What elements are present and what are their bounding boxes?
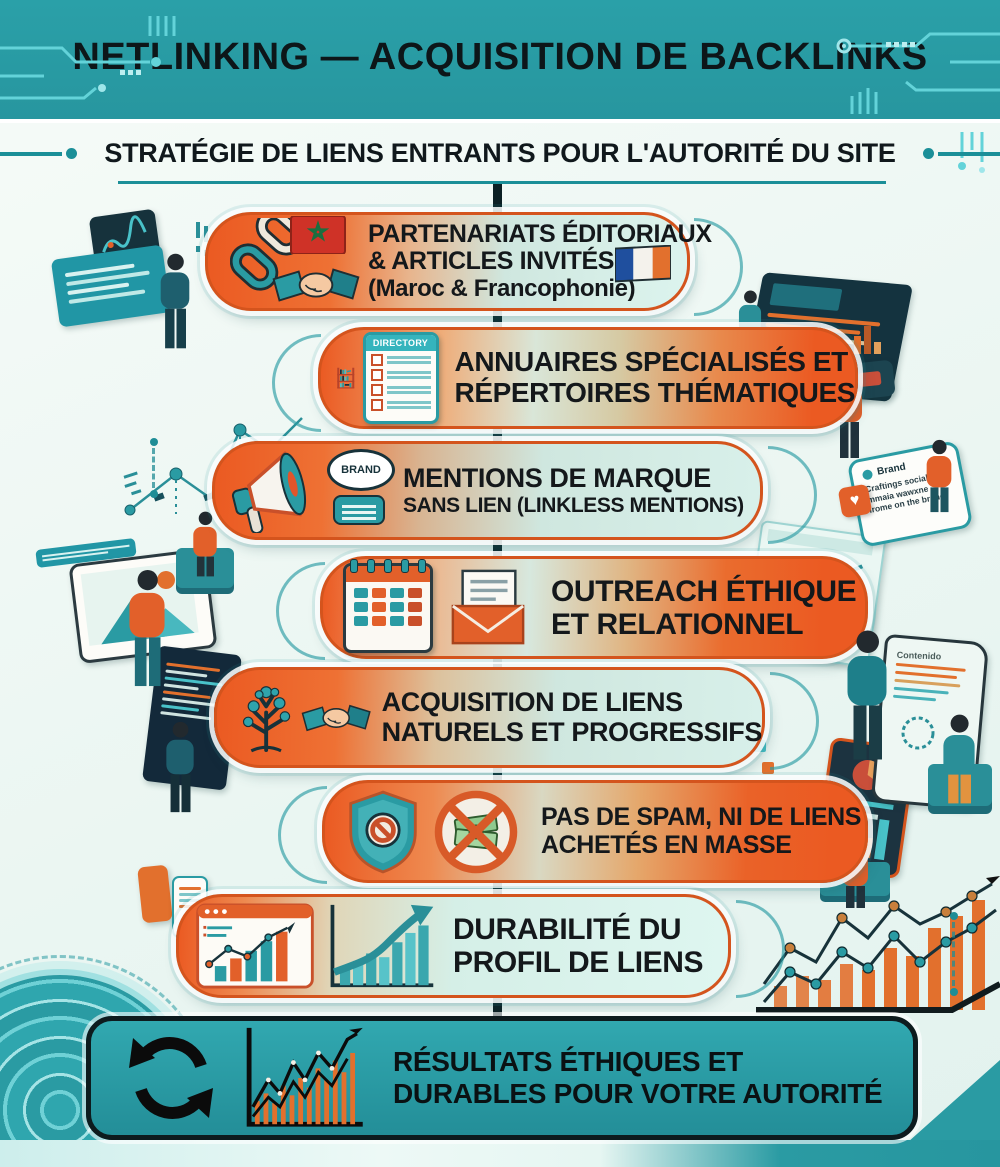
arc-decoration bbox=[278, 786, 327, 884]
card1-line2: & ARTICLES INVITÉS bbox=[368, 247, 615, 276]
directory-row bbox=[366, 366, 436, 381]
card-durabilite-profil: DURABILITÉ DU PROFIL DE LIENS bbox=[176, 894, 731, 998]
avatar-dot bbox=[861, 468, 874, 481]
card1-icon-cluster bbox=[230, 215, 368, 308]
card1-text: PARTENARIATS ÉDITORIAUX & ARTICLES INVIT… bbox=[368, 219, 712, 302]
brand-speech-bubble-icon: BRAND bbox=[327, 448, 395, 491]
card6-line1: PAS DE SPAM, NI DE LIENS bbox=[541, 803, 862, 831]
text-panel bbox=[50, 244, 172, 328]
scroll-document: Contenido bbox=[870, 633, 990, 811]
brand-card-title: Brand bbox=[876, 461, 907, 478]
tree-icon bbox=[242, 685, 291, 752]
card4-text: OUTREACH ÉTHIQUE ET RELATIONNEL bbox=[551, 574, 857, 641]
card-outreach-ethique: OUTREACH ÉTHIQUE ET RELATIONNEL bbox=[320, 556, 868, 659]
card3-text: MENTIONS DE MARQUE SANS LIEN (LINKLESS M… bbox=[403, 463, 744, 517]
directory-row bbox=[366, 396, 436, 411]
exclaim-dashes-decoration bbox=[196, 222, 208, 256]
directory-row bbox=[366, 351, 436, 366]
mini-bars-decoration bbox=[854, 326, 881, 354]
card7-line1: DURABILITÉ DU bbox=[453, 913, 682, 946]
subtitle-dot-left bbox=[66, 148, 77, 159]
person-presenting bbox=[124, 569, 170, 687]
card1-line1: PARTENARIATS ÉDITORIAUX bbox=[368, 219, 712, 248]
card6-line2: ACHETÉS EN MASSE bbox=[541, 830, 792, 859]
footer-line2: DURABLES POUR VOTRE AUTORITÉ bbox=[393, 1078, 883, 1109]
handshake-icon bbox=[301, 704, 372, 731]
card-pas-de-spam: PAS DE SPAM, NI DE LIENS ACHETÉS EN MASS… bbox=[322, 780, 868, 883]
morocco-flag-icon bbox=[290, 215, 346, 254]
arc-decoration bbox=[276, 562, 325, 660]
mini-chart-panel bbox=[88, 208, 162, 270]
card3-line1: MENTIONS DE MARQUE bbox=[403, 463, 711, 494]
bookshelf-icon bbox=[337, 367, 355, 389]
no-paid-links-icon bbox=[434, 790, 518, 873]
card5-line1: ACQUISITION DE LIENS bbox=[381, 686, 683, 717]
section-subtitle: STRATÉGIE DE LIENS ENTRANTS POUR L'AUTOR… bbox=[104, 138, 896, 168]
footer-line1: RÉSULTATS ÉTHIQUES ET bbox=[393, 1045, 743, 1077]
bottom-strip bbox=[0, 1140, 1000, 1167]
subtitle-dot-right bbox=[923, 148, 934, 159]
person-sitting bbox=[190, 511, 221, 577]
card7-line2: PROFIL DE LIENS bbox=[453, 946, 704, 979]
card3-line2: SANS LIEN (LINKLESS MENTIONS) bbox=[403, 493, 744, 517]
france-flag-icon bbox=[615, 245, 671, 283]
person-pointing bbox=[156, 253, 193, 349]
arc-decoration bbox=[770, 672, 819, 770]
growth-chart-icon bbox=[330, 904, 434, 988]
card4-line1: OUTREACH ÉTHIQUE bbox=[551, 574, 857, 608]
card5-line2: NATURELS ET PROGRESSIFS bbox=[381, 716, 763, 747]
person-leaning bbox=[923, 439, 955, 513]
line-growth-chart-icon bbox=[246, 1027, 363, 1127]
directory-label: DIRECTORY bbox=[365, 335, 436, 351]
card6-text: PAS DE SPAM, NI DE LIENS ACHETÉS EN MASS… bbox=[541, 803, 862, 859]
directory-row bbox=[366, 381, 436, 396]
card-acquisition-liens-naturels: ACQUISITION DE LIENS NATURELS ET PROGRES… bbox=[214, 667, 765, 768]
handshake-icon bbox=[272, 267, 360, 302]
card1-line3: (Maroc & Francophonie) bbox=[368, 274, 636, 302]
card3-bubbles: BRAND bbox=[325, 445, 395, 537]
person-writing bbox=[842, 630, 893, 760]
subtitle-underline bbox=[118, 181, 886, 184]
header-band: NETLINKING — ACQUISITION DE BACKLINKS bbox=[0, 0, 1000, 123]
dashed-line-decoration bbox=[150, 438, 158, 498]
heart-like-icon bbox=[837, 483, 873, 519]
person-laptop bbox=[939, 714, 980, 804]
shield-block-icon bbox=[349, 790, 417, 873]
page-title: NETLINKING — ACQUISITION DE BACKLINKS bbox=[72, 36, 928, 78]
subtitle-flank-left bbox=[0, 152, 62, 156]
directory-list-icon: DIRECTORY bbox=[362, 332, 439, 424]
card-partenariats-editoriaux: PARTENARIATS ÉDITORIAUX & ARTICLES INVIT… bbox=[205, 212, 712, 311]
subtitle-flank-right bbox=[938, 152, 1000, 156]
footer-text: RÉSULTATS ÉTHIQUES ET DURABLES POUR VOTR… bbox=[393, 1045, 883, 1110]
analytics-window-icon bbox=[196, 903, 314, 989]
footer-result-band: RÉSULTATS ÉTHIQUES ET DURABLES POUR VOTR… bbox=[86, 1016, 918, 1140]
card-annuaires-specialises: DIRECTORY ANNUAIRES SPÉCIALISÉS ET RÉPER… bbox=[318, 327, 858, 429]
person-at-screen bbox=[162, 721, 198, 813]
card7-text: DURABILITÉ DU PROFIL DE LIENS bbox=[453, 913, 704, 979]
card5-text: ACQUISITION DE LIENS NATURELS ET PROGRES… bbox=[381, 686, 763, 747]
chat-bubble-icon bbox=[333, 494, 385, 525]
card-mentions-de-marque: BRAND MENTIONS DE MARQUE SANS LIEN (LINK… bbox=[212, 441, 763, 540]
small-card-orange bbox=[137, 864, 173, 924]
megaphone-icon bbox=[231, 450, 307, 533]
big-growth-chart-decoration bbox=[756, 876, 1000, 1013]
calendar-icon bbox=[343, 558, 433, 653]
refresh-cycle-icon bbox=[129, 1037, 213, 1119]
card2-line2: RÉPERTOIRES THÉMATIQUES bbox=[454, 377, 856, 408]
card4-line2: ET RELATIONNEL bbox=[551, 607, 804, 641]
card2-line1: ANNUAIRES SPÉCIALISÉS ET bbox=[454, 346, 849, 378]
scroll-title: Contenido bbox=[896, 649, 942, 662]
dashed-line-decoration bbox=[950, 912, 958, 996]
card2-text: ANNUAIRES SPÉCIALISÉS ET RÉPERTOIRES THÉ… bbox=[454, 346, 856, 409]
envelope-icon bbox=[451, 569, 525, 644]
